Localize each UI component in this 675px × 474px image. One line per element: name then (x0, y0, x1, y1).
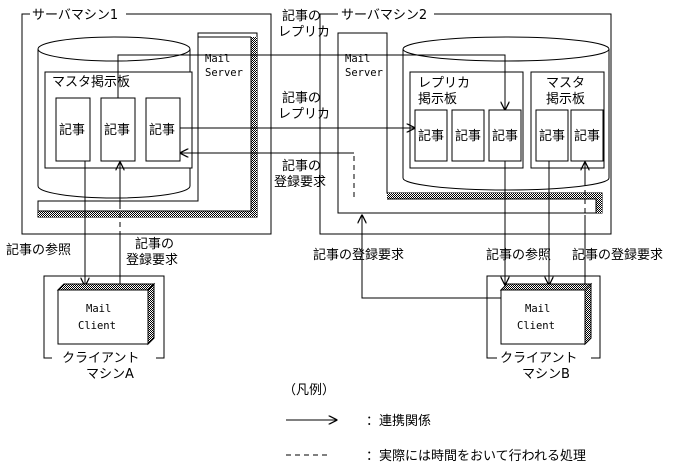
mail-server-label: Server (205, 67, 243, 79)
connectors (85, 54, 585, 299)
article-box (55, 97, 91, 162)
article-box (535, 109, 569, 162)
replica-board-label: 掲示板 (418, 91, 457, 107)
article-label: 記事 (59, 122, 85, 138)
article-box (570, 109, 604, 162)
mail-client-label: Mail (525, 303, 550, 315)
mail-client-b: Mail Client (499, 282, 593, 346)
mail-server-label: Mail (345, 53, 370, 65)
master-board-1-label: マスタ掲示板 (52, 74, 130, 90)
master-board-2-label: 掲示板 (546, 91, 585, 107)
article-label: 記事 (574, 128, 600, 144)
connector-label: 登録要求 (274, 175, 326, 190)
client-machine-b: クライアント マシンB Mail Client 記事の登録要求 記事の参照 記事… (313, 247, 663, 382)
server-machine-2-label: サーバマシン2 (341, 8, 427, 23)
client-machine-a-label: クライアント (62, 351, 139, 366)
article-label: 記事 (418, 128, 444, 144)
legend: （凡例） ：連携関係 ：実際には時間をおいて行われる処理 (283, 383, 586, 464)
reference-label-a: 記事の参照 (6, 242, 71, 258)
article-label: 記事 (492, 128, 518, 144)
client-machine-a-label: マシンA (86, 367, 134, 382)
server-machine-2: サーバマシン2 Mail Server レプリカ 掲示板 記事 記事 記事 マス… (319, 6, 612, 235)
legend-solid-desc: ：連携関係 (366, 413, 431, 429)
article-label: 記事 (539, 128, 565, 144)
article-box (145, 97, 181, 162)
replica-arrow-top (117, 54, 505, 110)
connector-label: 記事の (282, 158, 321, 174)
mail-server-label: Mail (205, 53, 230, 65)
legend-title: （凡例） (283, 383, 335, 398)
replica-board-label: レプリカ (418, 76, 470, 91)
client-machine-b-label: マシンB (522, 367, 570, 382)
mail-client-label: Mail (86, 303, 111, 315)
registration-arrow-b-left (362, 215, 503, 299)
registration-label-b-left: 記事の登録要求 (313, 247, 404, 263)
article-label: 記事 (149, 122, 175, 138)
mail-server-label: Server (345, 67, 383, 79)
connector-label: 記事の (282, 8, 321, 24)
server-machine-1-label: サーバマシン1 (32, 8, 118, 23)
article-label: 記事 (455, 128, 481, 144)
mail-client-label: Client (78, 320, 116, 332)
registration-label-a: 記事の (135, 236, 174, 252)
connector-label: 記事の (282, 90, 321, 106)
mail-client-a: Mail Client (56, 282, 156, 346)
mail-server-1: Mail Server (37, 32, 258, 218)
article-box (451, 109, 485, 162)
connector-label: レプリカ (278, 107, 330, 122)
registration-label-a: 登録要求 (126, 253, 178, 268)
legend-dashed-desc: ：実際には時間をおいて行われる処理 (366, 448, 586, 464)
connector-label: レプリカ (278, 25, 330, 40)
reference-label-b: 記事の参照 (486, 247, 551, 263)
client-machine-b-label: クライアント (500, 351, 577, 366)
mail-client-label: Client (517, 320, 555, 332)
article-label: 記事 (104, 122, 130, 138)
client-machine-a: クライアント マシンA Mail Client 記事の参照 記事の 登録要求 (6, 236, 178, 382)
server-machine-1: サーバマシン1 マスタ掲示板 記事 記事 記事 Mail Server (21, 6, 272, 235)
mail-server-2: Mail Server (337, 32, 603, 214)
master-board-2-label: マスタ (546, 76, 585, 91)
article-box (414, 109, 448, 162)
registration-label-b-right: 記事の登録要求 (572, 247, 663, 263)
